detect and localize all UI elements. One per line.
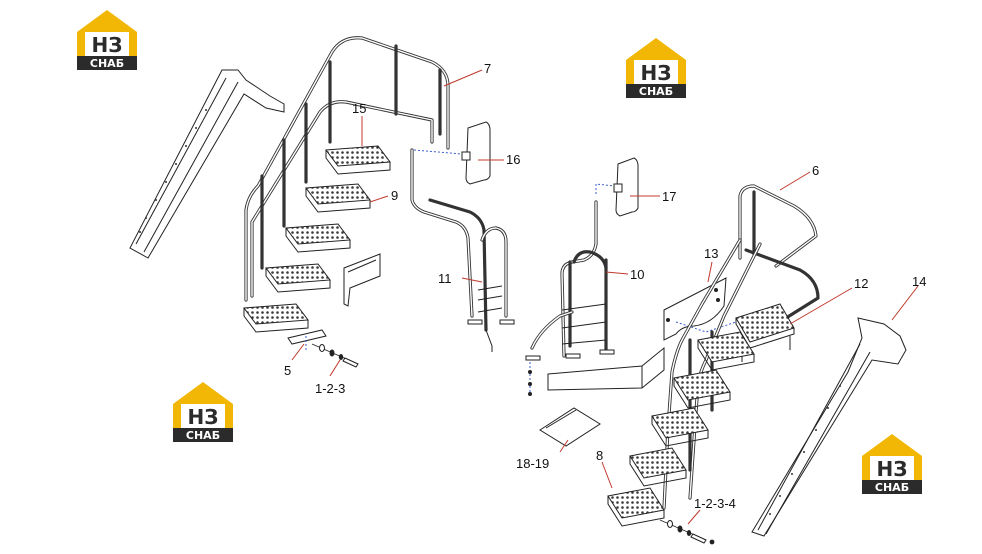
logo-bottom-right: НЗ СНАБ	[862, 434, 922, 494]
right-stringer-14	[751, 317, 907, 537]
callout-7: 7	[484, 61, 491, 76]
logo-top-left: НЗ СНАБ	[77, 10, 137, 70]
callout-12: 12	[854, 276, 868, 291]
right-steps	[607, 331, 755, 527]
callout-5: 5	[284, 363, 291, 378]
left-steps	[243, 145, 391, 333]
right-step-5	[697, 331, 755, 371]
logo-top-text: НЗ	[641, 61, 672, 85]
right-step-1-part-8	[607, 487, 665, 527]
plate-18-19-line	[545, 409, 577, 429]
ladder-10	[525, 200, 615, 398]
callout-18-19: 18-19	[516, 456, 549, 471]
left-stringer	[129, 69, 285, 259]
logo-bottom-text: СНАБ	[186, 429, 220, 442]
bracket-16	[413, 121, 491, 185]
right-step-4	[673, 369, 731, 409]
logo-bottom-text: СНАБ	[639, 85, 673, 98]
left-step-4-part-9	[305, 183, 371, 213]
left-bolt-set	[311, 343, 359, 368]
ladder-11	[410, 148, 515, 352]
right-step-2	[629, 447, 687, 487]
leader-lines	[291, 69, 919, 525]
plate-18-19	[539, 407, 601, 447]
logo-middle-left: НЗ СНАБ	[173, 382, 233, 442]
small-plate	[343, 253, 381, 307]
left-step-2	[265, 263, 331, 293]
platform-12	[735, 303, 795, 362]
guard-panel	[547, 346, 665, 391]
logo-bottom-text: СНАБ	[90, 57, 124, 70]
callout-13: 13	[704, 246, 718, 261]
callout-17: 17	[662, 189, 676, 204]
cover-plate-13	[663, 277, 737, 341]
callout-11: 11	[438, 271, 452, 286]
logo-top-text: НЗ	[92, 33, 123, 57]
logo-top-text: НЗ	[188, 405, 219, 429]
callout-labels: 7 15 16 9 17 6 13 11 10 12 14 5 1-2-3 18…	[284, 61, 926, 511]
left-bracket-5	[287, 329, 327, 352]
right-bolt-set	[659, 519, 715, 545]
callout-10: 10	[630, 267, 644, 282]
callout-6: 6	[812, 163, 819, 178]
callout-1-2-3: 1-2-3	[315, 381, 345, 396]
callout-14: 14	[912, 274, 926, 289]
left-step-3	[285, 223, 351, 253]
left-handrail-7	[244, 36, 450, 302]
callout-16: 16	[506, 152, 520, 167]
callout-8: 8	[596, 448, 603, 463]
top-step-part-15	[325, 145, 391, 175]
right-step-3	[651, 407, 709, 447]
callout-15: 15	[352, 101, 366, 116]
logo-bottom-text: СНАБ	[875, 481, 909, 494]
left-step-1	[243, 303, 309, 333]
callout-1-2-3-4: 1-2-3-4	[694, 496, 736, 511]
logo-top-text: НЗ	[877, 457, 908, 481]
callout-9: 9	[391, 188, 398, 203]
small-plate-edge	[347, 259, 377, 273]
logo-top-center: НЗ СНАБ	[626, 38, 686, 98]
bracket-17	[595, 157, 639, 217]
